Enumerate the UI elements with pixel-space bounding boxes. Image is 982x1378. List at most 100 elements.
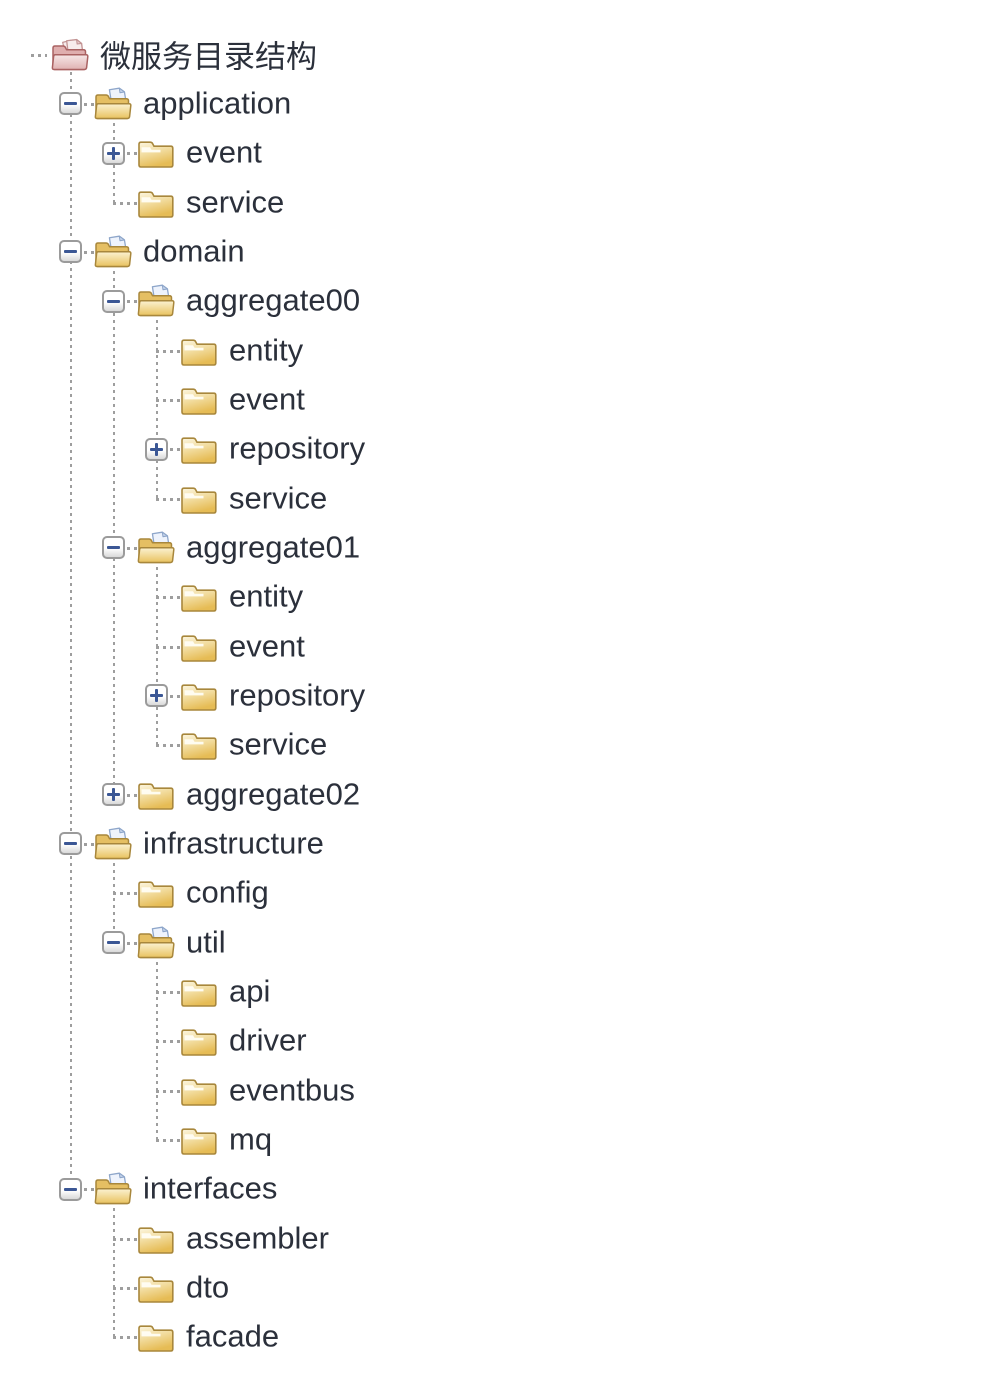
- root-folder-icon[interactable]: [51, 38, 89, 72]
- tree-node[interactable]: aggregate00: [0, 277, 982, 326]
- tree-node[interactable]: service: [0, 474, 982, 523]
- folder-closed-icon[interactable]: [180, 383, 218, 417]
- tree-connector-line: [113, 856, 115, 943]
- tree-node-label[interactable]: repository: [229, 430, 366, 466]
- expand-toggle[interactable]: [102, 141, 125, 165]
- tree-node[interactable]: driver: [0, 1017, 982, 1066]
- folder-closed-icon[interactable]: [180, 580, 218, 614]
- tree-connector: [127, 941, 137, 945]
- tree-node-label[interactable]: service: [229, 726, 328, 762]
- tree-connector: [156, 1089, 181, 1093]
- tree-node[interactable]: facade: [0, 1313, 982, 1362]
- tree-node-label[interactable]: config: [186, 874, 269, 910]
- folder-closed-icon[interactable]: [137, 1320, 175, 1354]
- folder-closed-icon[interactable]: [180, 482, 218, 516]
- tree-node[interactable]: entity: [0, 573, 982, 622]
- tree-node[interactable]: infrastructure: [0, 819, 982, 868]
- folder-open-icon[interactable]: [94, 87, 132, 121]
- tree-node-label[interactable]: interfaces: [143, 1170, 278, 1206]
- folder-closed-icon[interactable]: [137, 1271, 175, 1305]
- tree-node-label[interactable]: event: [186, 134, 262, 170]
- tree-node-label[interactable]: aggregate02: [186, 775, 361, 811]
- tree-node[interactable]: api: [0, 967, 982, 1016]
- tree-node[interactable]: domain: [0, 227, 982, 276]
- collapse-toggle[interactable]: [59, 832, 82, 856]
- folder-closed-icon[interactable]: [180, 679, 218, 713]
- tree-node[interactable]: service: [0, 178, 982, 227]
- folder-open-icon[interactable]: [137, 531, 175, 565]
- folder-closed-icon[interactable]: [137, 1222, 175, 1256]
- tree-node[interactable]: event: [0, 622, 982, 671]
- tree-node-label[interactable]: mq: [229, 1121, 273, 1157]
- tree-node[interactable]: interfaces: [0, 1165, 982, 1214]
- tree-node[interactable]: aggregate02: [0, 770, 982, 819]
- folder-closed-icon[interactable]: [180, 1123, 218, 1157]
- tree-node-label[interactable]: service: [229, 479, 328, 515]
- folder-closed-icon[interactable]: [180, 975, 218, 1009]
- tree-connector: [84, 250, 94, 254]
- tree-node-label[interactable]: event: [229, 627, 305, 663]
- tree-node-label[interactable]: aggregate00: [186, 282, 361, 318]
- tree-node[interactable]: aggregate01: [0, 523, 982, 572]
- tree-node-label[interactable]: dto: [186, 1269, 230, 1305]
- tree-node[interactable]: event: [0, 375, 982, 424]
- tree-node-label[interactable]: 微服务目录结构: [100, 39, 317, 75]
- folder-closed-icon[interactable]: [180, 432, 218, 466]
- tree-node[interactable]: 微服务目录结构: [0, 30, 982, 79]
- tree-node[interactable]: service: [0, 721, 982, 770]
- tree-node[interactable]: entity: [0, 326, 982, 375]
- folder-open-icon[interactable]: [94, 827, 132, 861]
- tree-node[interactable]: event: [0, 129, 982, 178]
- tree-node-label[interactable]: entity: [229, 578, 304, 614]
- tree-connector: [156, 1138, 181, 1142]
- tree-node[interactable]: eventbus: [0, 1066, 982, 1115]
- folder-closed-icon[interactable]: [180, 728, 218, 762]
- expand-toggle[interactable]: [102, 783, 125, 807]
- tree-node-label[interactable]: api: [229, 973, 271, 1009]
- tree-node-label[interactable]: domain: [143, 233, 245, 269]
- tree-node[interactable]: repository: [0, 425, 982, 474]
- tree-node[interactable]: mq: [0, 1115, 982, 1164]
- folder-open-icon[interactable]: [94, 235, 132, 269]
- collapse-toggle[interactable]: [102, 536, 125, 560]
- tree-node[interactable]: util: [0, 918, 982, 967]
- tree-node[interactable]: application: [0, 79, 982, 128]
- tree-node-label[interactable]: assembler: [186, 1219, 329, 1255]
- tree-node-label[interactable]: infrastructure: [143, 825, 324, 861]
- expand-toggle[interactable]: [145, 437, 168, 461]
- tree-node-label[interactable]: repository: [229, 677, 366, 713]
- folder-open-icon[interactable]: [137, 926, 175, 960]
- tree-node-label[interactable]: facade: [186, 1318, 280, 1354]
- tree-node[interactable]: dto: [0, 1263, 982, 1312]
- collapse-toggle[interactable]: [59, 1177, 82, 1201]
- tree-node[interactable]: repository: [0, 671, 982, 720]
- collapse-toggle[interactable]: [102, 931, 125, 955]
- tree-node-label[interactable]: event: [229, 381, 305, 417]
- tree-node-label[interactable]: application: [143, 85, 292, 121]
- tree-node-label[interactable]: util: [186, 923, 226, 959]
- folder-closed-icon[interactable]: [137, 136, 175, 170]
- folder-closed-icon[interactable]: [137, 778, 175, 812]
- expand-toggle[interactable]: [145, 684, 168, 708]
- collapse-toggle[interactable]: [59, 92, 82, 116]
- folder-open-icon[interactable]: [94, 1172, 132, 1206]
- collapse-toggle[interactable]: [102, 289, 125, 313]
- tree-connector: [156, 398, 181, 402]
- tree-node[interactable]: assembler: [0, 1214, 982, 1263]
- tree-node-label[interactable]: service: [186, 183, 285, 219]
- folder-closed-icon[interactable]: [180, 1024, 218, 1058]
- tree-connector: [156, 596, 181, 600]
- folder-closed-icon[interactable]: [137, 186, 175, 220]
- tree-node-label[interactable]: entity: [229, 331, 304, 367]
- folder-closed-icon[interactable]: [180, 1074, 218, 1108]
- folder-closed-icon[interactable]: [180, 630, 218, 664]
- tree-node-label[interactable]: aggregate01: [186, 529, 361, 565]
- tree-connector-line: [156, 313, 158, 499]
- folder-open-icon[interactable]: [137, 284, 175, 318]
- folder-closed-icon[interactable]: [137, 876, 175, 910]
- tree-node-label[interactable]: eventbus: [229, 1071, 355, 1107]
- folder-closed-icon[interactable]: [180, 334, 218, 368]
- tree-node-label[interactable]: driver: [229, 1022, 307, 1058]
- tree-node[interactable]: config: [0, 869, 982, 918]
- collapse-toggle[interactable]: [59, 240, 82, 264]
